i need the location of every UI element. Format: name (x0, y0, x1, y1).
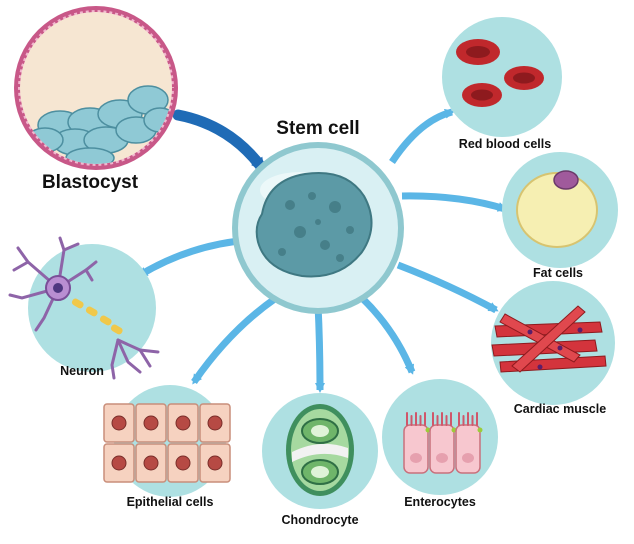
epithelial-nucleus (111, 455, 127, 471)
label-blastocyst: Blastocyst (42, 172, 139, 193)
label-stem-cell: Stem cell (276, 118, 359, 139)
label-chondrocyte: Chondrocyte (281, 513, 358, 527)
epithelial-nucleus (207, 415, 223, 431)
enterocyte-cell (429, 424, 455, 474)
epithelial-nucleus (143, 415, 159, 431)
epithelial-nucleus (175, 455, 191, 471)
epithelial-nucleus (207, 455, 223, 471)
arrow-to-fat-cells (401, 192, 508, 213)
epithelial-nucleus (143, 455, 159, 471)
label-fat-cells: Fat cells (533, 266, 583, 280)
arrow-to-enterocytes (359, 295, 416, 375)
label-red-blood-cells: Red blood cells (459, 137, 551, 151)
cardiac-muscle-icon (491, 281, 615, 405)
label-enterocytes: Enterocytes (404, 495, 476, 509)
arrow-to-neuron (137, 236, 249, 279)
enterocyte-cell (403, 424, 429, 474)
stem-cell-icon (232, 142, 404, 314)
blastocyst-icon (14, 6, 178, 170)
arrow-to-chondrocyte (314, 304, 325, 393)
fat-cell-icon (502, 152, 618, 268)
arrow-blastocyst-to-stem-cell (172, 109, 268, 174)
label-epithelial-cells: Epithelial cells (127, 495, 214, 509)
arrow-to-epithelial-cells (191, 295, 278, 385)
arrow-to-red-blood-cells (389, 108, 455, 164)
enterocyte-cell (455, 424, 481, 474)
labels: Stem cell Blastocyst Red blood cells Fat… (42, 118, 606, 527)
enterocyte-nucleus (436, 453, 448, 463)
enterocyte-nucleus (410, 453, 422, 463)
label-cardiac-muscle: Cardiac muscle (514, 402, 606, 416)
epithelial-cells-icon (103, 385, 231, 497)
enterocyte-nucleus (462, 453, 474, 463)
tight-junction (477, 427, 483, 433)
red-blood-cells-icon (442, 17, 562, 137)
label-neuron: Neuron (60, 364, 104, 378)
epithelial-nucleus (111, 415, 127, 431)
chondrocyte-icon (262, 393, 378, 509)
arrow-to-cardiac-muscle (396, 261, 499, 314)
neuron-icon (8, 236, 160, 380)
enterocytes-icon (382, 379, 498, 495)
epithelial-nucleus (175, 415, 191, 431)
